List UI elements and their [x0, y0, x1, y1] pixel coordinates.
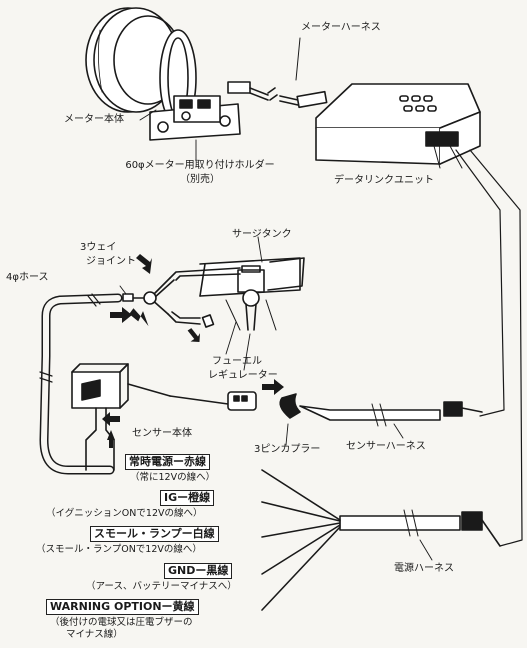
meter-harness-drawing	[227, 37, 328, 109]
three-way-label-line2: ジョイント	[86, 256, 136, 267]
fuel-regulator-label-line2: レギュレーター	[208, 370, 278, 381]
meter-harness-label: メーターハーネス	[301, 22, 381, 33]
fuel-regulator-label-line1: フューエル	[212, 356, 262, 367]
data-link-unit-label: データリンクユニット	[334, 175, 434, 186]
power-harness-label: 電源ハーネス	[394, 563, 454, 574]
hose-4phi-drawing	[39, 293, 123, 475]
meter-body-label: メーター本体	[64, 114, 124, 125]
wire-label-constant-power: 常時電源ー赤線	[125, 454, 210, 470]
surge-tank-label: サージタンク	[232, 229, 292, 240]
sensor-harness-drawing	[169, 391, 483, 427]
wire-label-small-lamp: スモール・ランプー白線	[90, 526, 219, 542]
data-link-unit-drawing	[315, 83, 481, 169]
wire-note-warning-option-line2: マイナス線）	[66, 629, 123, 640]
wire-note-ignition: （イグニッションONで12Vの線へ）	[46, 508, 203, 519]
three-pin-coupler-label: 3ピンカプラー	[254, 444, 321, 455]
meter-holder-drawing	[149, 29, 241, 141]
three-way-joint-drawing	[122, 267, 241, 328]
three-way-label-line1: 3ウェイ	[80, 242, 117, 253]
wire-label-ground: GNDー黒線	[164, 563, 233, 579]
wire-note-small-lamp: （スモール・ランプONで12Vの線へ）	[36, 544, 202, 555]
sensor-body-label: センサー本体	[132, 428, 192, 439]
wire-note-constant-power: （常に12Vの線へ）	[130, 472, 216, 483]
surge-tank-drawing	[199, 257, 305, 331]
sensor-harness-label: センサーハーネス	[346, 441, 426, 452]
flow-arrows	[102, 254, 284, 448]
wire-label-warning-option: WARNING OPTIONー黄線	[46, 599, 199, 615]
hose-4phi-label: 4φホース	[6, 272, 49, 283]
wire-label-ignition: IGー橙線	[160, 490, 215, 506]
holder-label-line1: 60φメーター用取り付けホルダー	[125, 160, 275, 171]
wire-note-ground: （アース、バッテリーマイナスへ）	[86, 581, 237, 592]
holder-label-line2: （別売）	[180, 174, 220, 185]
power-harness-drawing	[261, 469, 501, 611]
wire-note-warning-option: （後付けの電球又は圧電ブザーの	[50, 617, 193, 628]
